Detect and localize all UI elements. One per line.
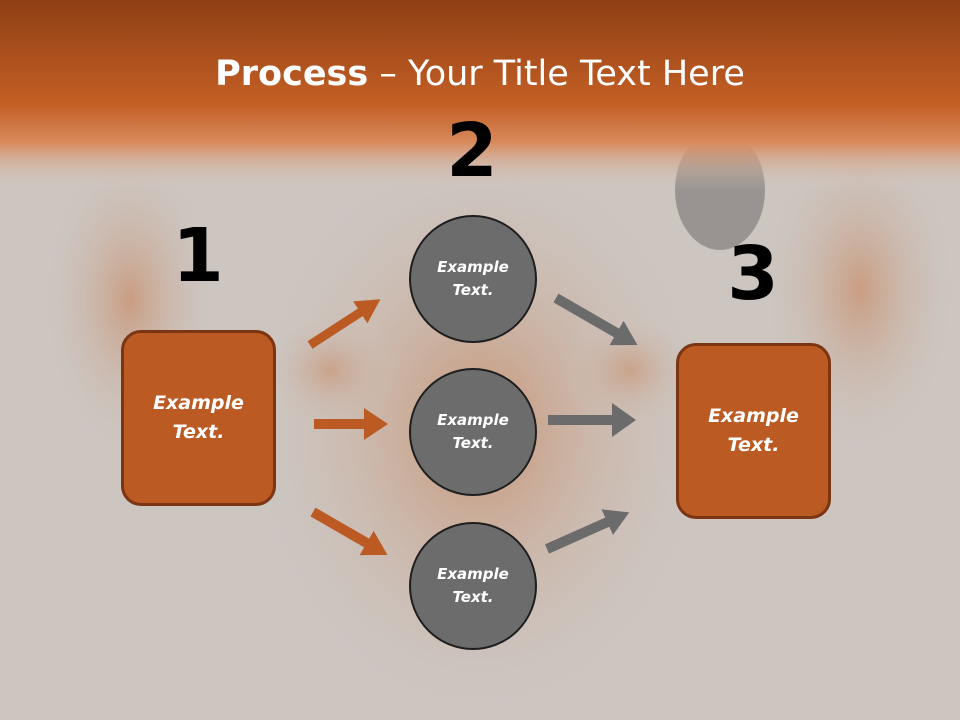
gray-arrows bbox=[544, 293, 638, 554]
arrow-right-gray-icon bbox=[548, 403, 636, 437]
arrow-right-orange-icon bbox=[314, 408, 388, 440]
step-2-circle-middle: Example Text. bbox=[409, 368, 537, 496]
step-3-box: Example Text. bbox=[676, 343, 831, 519]
title-bold: Process bbox=[215, 54, 369, 94]
slide-title: Process – Your Title Text Here bbox=[0, 52, 960, 96]
step-2-circle-bottom: Example Text. bbox=[409, 522, 537, 650]
step-number-3: 3 bbox=[727, 231, 779, 317]
step-3-label: Example Text. bbox=[708, 405, 799, 456]
step-number-1: 1 bbox=[172, 213, 224, 299]
step-1-label: Example Text. bbox=[153, 392, 244, 443]
step-2-label-top: Example Text. bbox=[437, 258, 509, 299]
step-2-circle-top: Example Text. bbox=[409, 215, 537, 343]
arrow-down-right-gray-icon bbox=[553, 293, 638, 346]
title-rest: – Your Title Text Here bbox=[368, 54, 745, 94]
step-1-box: Example Text. bbox=[121, 330, 276, 506]
step-number-2: 2 bbox=[446, 108, 498, 194]
arrow-down-right-orange-icon bbox=[310, 507, 388, 556]
arrow-up-right-gray-icon bbox=[544, 509, 630, 554]
arrow-up-right-orange-icon bbox=[307, 299, 381, 349]
step-2-label-middle: Example Text. bbox=[437, 411, 509, 452]
step-2-label-bottom: Example Text. bbox=[437, 565, 509, 606]
orange-arrows bbox=[307, 299, 388, 556]
